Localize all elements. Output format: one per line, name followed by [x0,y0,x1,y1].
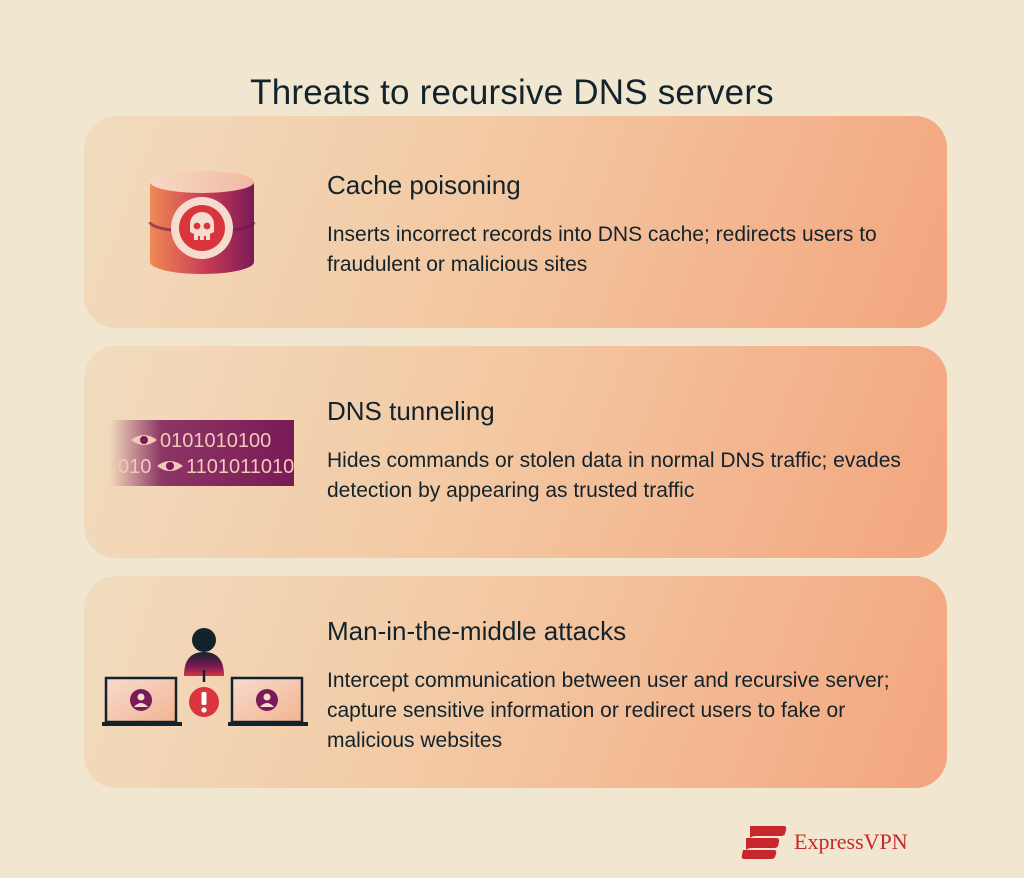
binary-stream-eye-icon: 0 0101010100 010 1101011010 [102,418,296,488]
svg-text:0: 0 [110,430,113,452]
brand-name: ExpressVPN [794,829,908,854]
threat-card-dns-tunneling: 0 0101010100 010 1101011010 DNS tunnelin… [84,346,947,558]
card-description: Inserts incorrect records into DNS cache… [327,223,877,276]
card-title: Cache poisoning [327,170,521,200]
threat-card-cache-poisoning: Cache poisoning Inserts incorrect record… [84,116,947,328]
binary-prefix-2: 010 [118,456,151,478]
database-skull-icon [144,170,260,278]
interceptor-laptops-icon [100,626,310,736]
binary-line-2: 1101011010 [186,456,294,478]
threat-card-man-in-the-middle: Man-in-the-middle attacks Intercept comm… [84,576,947,788]
card-title: DNS tunneling [327,396,495,426]
binary-line-1: 0101010100 [160,430,271,452]
page-title: Threats to recursive DNS servers [250,73,774,113]
card-description: Hides commands or stolen data in normal … [327,449,901,502]
expressvpn-mark-icon [741,826,787,859]
brand-logo: ExpressVPN [740,822,930,862]
card-title: Man-in-the-middle attacks [327,616,627,646]
card-description: Intercept communication between user and… [327,669,890,752]
